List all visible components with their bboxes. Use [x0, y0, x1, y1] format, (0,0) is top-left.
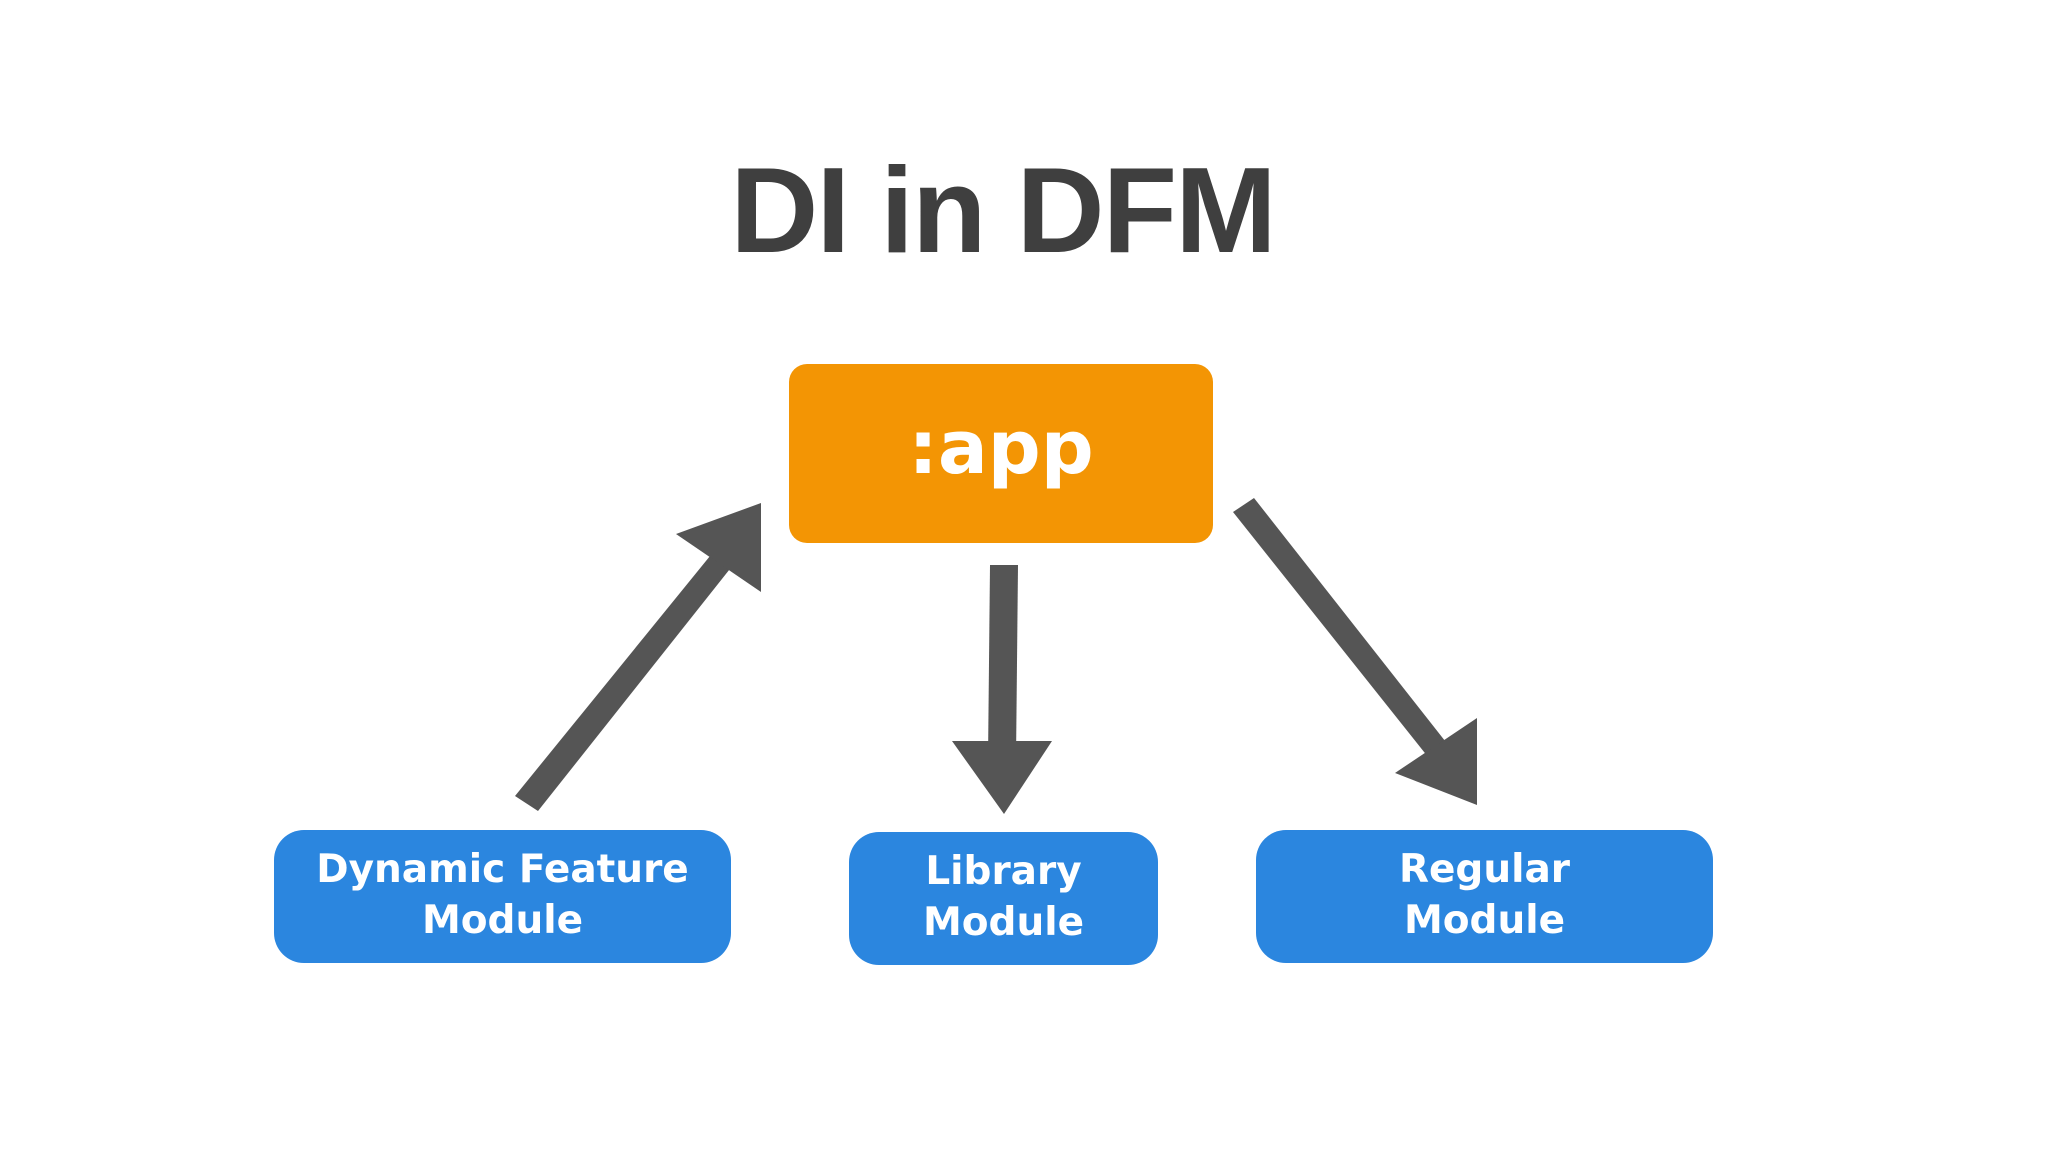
arrow-app-to-regular-head [1395, 718, 1477, 805]
library-module-box: Library Module [849, 832, 1158, 965]
page-title: DI in DFM [730, 142, 1276, 278]
arrow-app-to-regular [1233, 498, 1477, 805]
arrow-dfm-to-app-shaft [515, 540, 737, 811]
library-module-label: Library Module [922, 848, 1085, 945]
dynamic-feature-module-box: Dynamic Feature Module [274, 830, 731, 963]
arrow-app-to-library-head [952, 741, 1052, 814]
app-module-label: :app [908, 404, 1094, 491]
arrow-app-to-library [952, 565, 1052, 814]
dynamic-feature-module-label: Dynamic Feature Module [316, 846, 689, 943]
arrow-dfm-to-app [515, 503, 761, 811]
arrow-app-to-regular-shaft [1233, 498, 1460, 772]
app-module-box: :app [789, 364, 1213, 543]
regular-module-label: Regular Module [1398, 846, 1571, 943]
regular-module-box: Regular Module [1256, 830, 1713, 963]
arrow-app-to-library-shaft [988, 565, 1018, 760]
arrow-dfm-to-app-head [676, 503, 761, 592]
